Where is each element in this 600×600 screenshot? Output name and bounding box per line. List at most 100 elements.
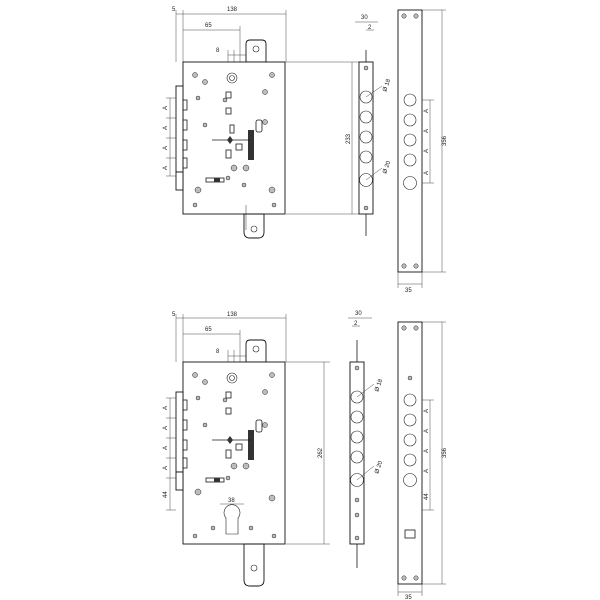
top-side-view: 30 2 Ø 18 Ø 20 [355,15,393,236]
screw [262,389,268,395]
bolt-hole [403,113,417,127]
bolt-hole [403,153,417,167]
side-dia-20-label: Ø 20 [382,160,392,175]
side-dia-20-label: Ø 20 [374,460,384,475]
dim-5-label: 5 [172,312,176,318]
small-slot [225,449,232,459]
bottom-lock-assembly: 5 138 65 8 A A A A 44 [163,312,330,587]
screw [269,372,275,378]
top-lock-assembly: 5 138 65 8 A A A A [163,7,360,239]
bolt [182,139,188,151]
screw [354,365,360,371]
latch-pin [214,478,220,482]
screw [195,395,201,401]
dim-38-label: 38 [228,498,235,504]
screw [194,488,202,496]
screw [401,575,407,581]
small-slot [229,124,235,134]
bolt-hole [359,150,373,164]
top-strike-plate: A A A A 356 35 [397,9,448,294]
dim-A-label: A [163,166,169,170]
dim-138-label: 138 [227,7,238,13]
dim-A-label: A [163,406,169,410]
screw [222,97,228,103]
leader [356,383,375,398]
screw [192,202,198,208]
side-dim-30-label: 30 [361,15,368,21]
screw [271,202,277,208]
bolt [182,157,188,169]
strike-plate [397,321,423,585]
latch-hole [403,473,417,487]
small-slot [225,91,232,99]
screw [363,205,369,211]
screw [225,175,231,181]
dim-A-label: A [163,426,169,430]
bottom-strike-plate: A A A A 44 356 35 [397,321,448,600]
dim-A-label: A [163,146,169,150]
screw [242,164,250,172]
screw [354,497,360,503]
bolt-hole [403,453,417,467]
screw [195,95,201,101]
front-plate-edge [175,85,184,173]
screw [413,263,419,269]
strike-dim-356-label: 356 [442,135,448,146]
dim-138-label: 138 [227,312,238,318]
dim-A-label: A [163,446,169,450]
side-dia-18-label: Ø 18 [382,78,392,93]
screw [202,379,208,385]
cam [227,136,233,144]
small-slot [235,443,243,451]
bolt-hole [359,110,373,124]
leader [365,167,383,181]
small-slot [225,407,232,415]
slot [255,119,263,133]
screw [262,422,268,428]
strike-plate [397,9,423,273]
tab-hole [252,45,260,53]
bolt-hole [403,133,417,147]
screw [242,462,250,470]
screw [413,325,419,331]
screw [241,182,247,188]
screw [210,525,216,531]
dim-A-label: A [163,466,169,470]
side-dim-30-label: 30 [355,311,362,317]
screw [401,263,407,269]
dim-233-label: 233 [346,133,352,144]
screw [363,65,369,71]
screw [194,186,202,194]
dim-A-label: A [424,149,430,153]
tab-hole [252,345,260,353]
dim-A-label: A [424,109,430,113]
bolt [182,439,188,451]
bolt [182,399,188,411]
side-dia-18-label: Ø 18 [374,378,384,393]
tab-hole [250,564,258,572]
bolt-hole [350,450,364,464]
screw [192,533,198,539]
latch-hole [403,176,417,190]
bottom-side-view: 30 2 Ø 18 Ø 20 [348,311,385,568]
dim-65-label: 65 [205,23,212,29]
screw [262,89,268,95]
bolt [182,99,188,111]
screw [230,164,238,172]
bolt [182,119,188,131]
screw [248,525,254,531]
screw [401,13,407,19]
bolt-hole [359,130,373,144]
side-dim-2-label: 2 [354,321,358,327]
dim-262-label: 262 [318,447,324,458]
screw [202,79,208,85]
leader [356,465,375,481]
dim-5-label: 5 [172,7,176,13]
tab-hole [250,225,258,233]
bolt-hole [403,393,417,407]
bolt-hole [350,410,364,424]
bolt-hole [350,430,364,444]
screw [413,13,419,19]
dim-8-label: 8 [216,48,220,54]
